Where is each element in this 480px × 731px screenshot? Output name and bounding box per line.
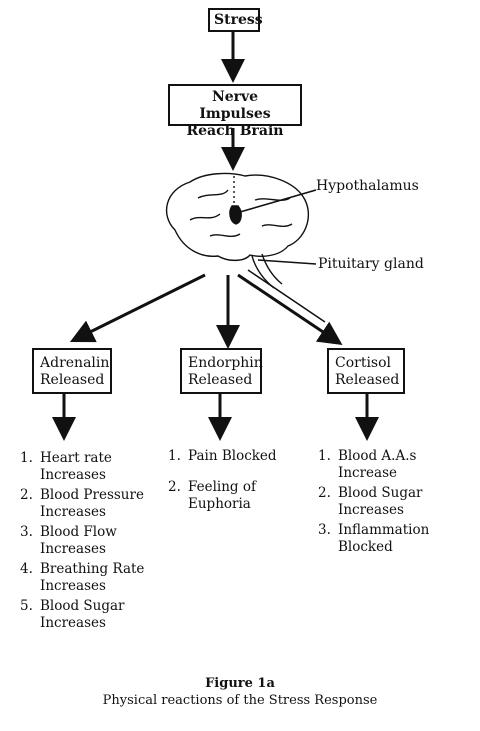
cortisol-title-line2: Released xyxy=(335,372,400,388)
pituitary-pointer xyxy=(257,259,317,265)
hypothalamus-label: Hypothalamus xyxy=(316,178,419,194)
brain-illustration xyxy=(165,172,310,289)
arrow-to-cortisol-a xyxy=(237,273,343,346)
cortisol-title-line1: Cortisol xyxy=(335,355,392,371)
figure-title: Figure 1a xyxy=(205,676,275,691)
nerve-line1: Nerve Impulses xyxy=(199,89,271,122)
arrow-to-adrenalin xyxy=(69,273,206,343)
cortisol-box: Cortisol Released xyxy=(327,348,405,394)
adrenalin-title-line1: Adrenalin xyxy=(40,355,110,371)
endorphin-box: Endorphin Released xyxy=(180,348,263,394)
stress-label: Stress xyxy=(214,12,263,28)
figure-caption: Physical reactions of the Stress Respons… xyxy=(102,693,378,708)
nerve-line2: Reach Brain xyxy=(186,123,284,139)
nerve-impulses-box: Nerve Impulses Reach Brain xyxy=(168,84,302,139)
endorphin-title-line1: Endorphin xyxy=(188,355,263,371)
endorphin-title-line2: Released xyxy=(188,372,253,388)
adrenalin-box: Adrenalin Released xyxy=(32,348,112,394)
stress-box: Stress xyxy=(208,8,263,32)
adrenalin-title-line2: Released xyxy=(40,372,105,388)
hypothalamus-pointer xyxy=(239,189,317,213)
arrow-to-cortisol-b xyxy=(247,269,326,323)
pituitary-label: Pituitary gland xyxy=(318,256,424,272)
list-item: 1.Pain Blocked xyxy=(168,448,277,464)
